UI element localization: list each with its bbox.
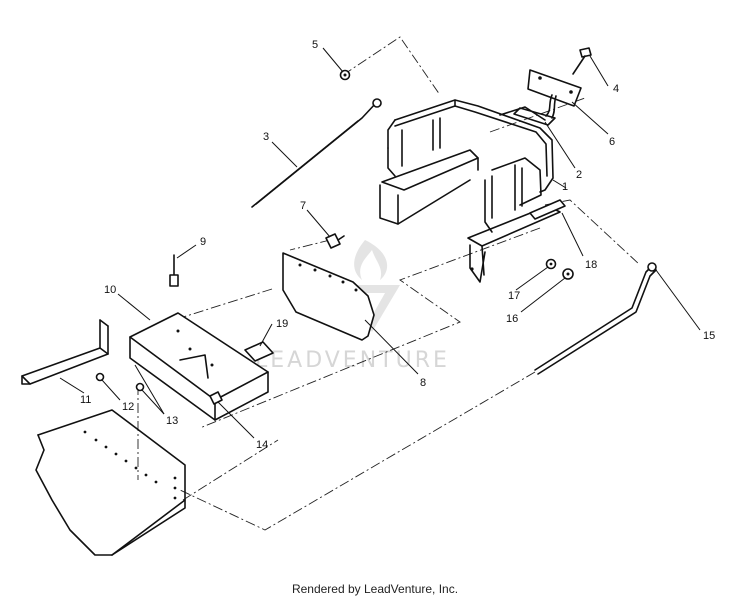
alignment-lines (137, 36, 641, 531)
part-5-nut (339, 69, 351, 81)
callout-11: 11 (80, 394, 91, 406)
flame-logo-icon (354, 240, 388, 280)
part-12-washer (95, 372, 105, 382)
part-10-plate (129, 312, 269, 421)
part-9-bolt (169, 254, 179, 287)
callout-14: 14 (256, 439, 268, 451)
part-14-bolt (209, 391, 223, 405)
watermark-text: LEADVENTURE (255, 348, 450, 373)
part-8-panel (282, 252, 375, 341)
callout-6: 6 (609, 136, 615, 148)
callout-17: 17 (508, 290, 520, 302)
callout-18: 18 (585, 259, 597, 271)
callout-3: 3 (263, 131, 269, 143)
part-7-pin (325, 233, 345, 249)
callouts: 1 2 3 4 5 6 7 8 9 10 11 12 13 14 15 16 1… (80, 39, 715, 451)
part-4-screw (572, 47, 592, 75)
callout-7: 7 (300, 200, 306, 212)
callout-5: 5 (312, 39, 318, 51)
callout-8: 8 (420, 377, 426, 389)
callout-1: 1 (562, 181, 568, 193)
callout-9: 9 (200, 236, 206, 248)
callout-4: 4 (613, 83, 619, 95)
part-13-washer (135, 382, 145, 392)
part-18-bracket (529, 199, 566, 220)
callout-2: 2 (576, 169, 582, 181)
callout-10: 10 (104, 284, 116, 296)
callout-15: 15 (703, 330, 715, 342)
vehicle-body (35, 409, 186, 556)
part-11-tube (21, 319, 109, 385)
part-1-frame (379, 99, 561, 283)
part-2-bracket (513, 107, 556, 126)
part-3-rod (251, 98, 382, 208)
part-19-label (244, 341, 274, 362)
footer-credit: Rendered by LeadVenture, Inc. (291, 582, 459, 596)
part-16-nut (562, 268, 574, 280)
callout-19: 19 (276, 318, 288, 330)
callout-13: 13 (166, 415, 178, 427)
part-6-plate (527, 69, 582, 119)
callout-16: 16 (506, 313, 518, 325)
part-17-washer (545, 258, 557, 270)
part-15-rod (534, 262, 657, 375)
callout-12: 12 (122, 401, 134, 413)
leader-lines (59, 47, 701, 439)
